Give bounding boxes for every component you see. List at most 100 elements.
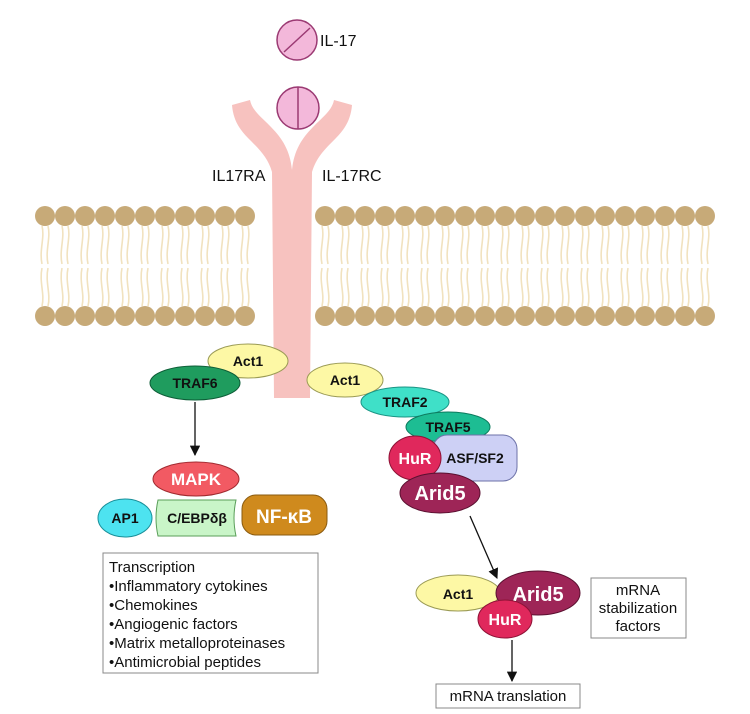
lipid-head <box>635 206 655 226</box>
lipid-tail <box>606 267 610 307</box>
lipid-head <box>195 206 215 226</box>
traf2-label: TRAF2 <box>382 394 427 410</box>
membrane-lipid-tails <box>40 225 710 307</box>
transcription-item: •Chemokines <box>109 597 198 614</box>
lipid-tail <box>606 225 610 265</box>
lipid-head <box>415 206 435 226</box>
lipid-tail <box>700 267 704 307</box>
lipid-tail <box>680 267 684 307</box>
lipid-tail <box>520 225 524 265</box>
lipid-head <box>435 206 455 226</box>
il17rc-receptor <box>292 100 352 398</box>
lipid-head <box>95 306 115 326</box>
lipid-tail <box>320 267 324 307</box>
transcription-item: •Matrix metalloproteinases <box>109 635 285 652</box>
lipid-tail <box>640 225 644 265</box>
lipid-head <box>695 206 715 226</box>
lipid-tail <box>466 267 470 307</box>
lipid-tail <box>200 225 204 265</box>
lipid-tail <box>126 267 130 307</box>
lipid-tail <box>580 267 584 307</box>
lipid-tail <box>220 267 224 307</box>
lipid-head <box>415 306 435 326</box>
lipid-head <box>115 206 135 226</box>
lipid-head <box>515 206 535 226</box>
lipid-tail <box>500 267 504 307</box>
lipid-tail <box>706 225 710 265</box>
lipid-tail <box>480 267 484 307</box>
il17rc-label: IL-17RC <box>322 168 382 185</box>
il17ra-label: IL17RA <box>212 168 266 185</box>
act1-left-node <box>207 343 289 379</box>
lipid-head <box>75 306 95 326</box>
lipid-tail <box>66 267 70 307</box>
transcription-item: Transcription <box>109 559 195 576</box>
lipid-tail <box>160 267 164 307</box>
lipid-head <box>635 306 655 326</box>
lipid-head <box>215 206 235 226</box>
lipid-head <box>515 306 535 326</box>
translation-label: mRNA translation <box>450 688 567 705</box>
lipid-tail <box>206 225 210 265</box>
stabilization-line: mRNA <box>616 582 660 599</box>
lipid-tail <box>466 225 470 265</box>
lipid-head <box>195 306 215 326</box>
lipid-tail <box>346 267 350 307</box>
lipid-tail <box>320 225 324 265</box>
lipid-tail <box>46 267 50 307</box>
traf2-node <box>360 386 450 418</box>
lipid-tail <box>160 225 164 265</box>
lipid-tail <box>140 267 144 307</box>
lipid-tail <box>640 267 644 307</box>
complex-act1-label: Act1 <box>443 586 474 602</box>
lipid-head <box>575 206 595 226</box>
lipid-tail <box>366 225 370 265</box>
lipid-tail <box>600 225 604 265</box>
lipid-tail <box>186 225 190 265</box>
lipid-tail <box>326 225 330 265</box>
cebp-label: C/EBPδβ <box>167 510 227 526</box>
lipid-tail <box>146 267 150 307</box>
lipid-tail <box>246 267 250 307</box>
lipid-tail <box>520 267 524 307</box>
transcription-list: Transcription •Inflammatory cytokines •C… <box>109 559 285 671</box>
lipid-tail <box>426 267 430 307</box>
lipid-head <box>475 306 495 326</box>
lipid-head <box>335 306 355 326</box>
lipid-tail <box>146 225 150 265</box>
lipid-tail <box>60 225 64 265</box>
lipid-tail <box>206 267 210 307</box>
lipid-tail <box>120 225 124 265</box>
traf6-label: TRAF6 <box>172 375 217 391</box>
lipid-tail <box>360 267 364 307</box>
lipid-tail <box>360 225 364 265</box>
lipid-tail <box>620 225 624 265</box>
lipid-head <box>335 206 355 226</box>
lipid-tail <box>700 225 704 265</box>
lipid-tail <box>546 225 550 265</box>
lipid-tail <box>660 267 664 307</box>
lipid-tail <box>686 267 690 307</box>
lipid-head <box>395 306 415 326</box>
lipid-head <box>595 206 615 226</box>
complex-hur-node <box>477 599 533 639</box>
cebp-node <box>155 499 237 537</box>
il17-receptor-complex <box>232 100 352 398</box>
lipid-tail <box>226 225 230 265</box>
lipid-tail <box>240 267 244 307</box>
lipid-head <box>315 206 335 226</box>
lipid-tail <box>546 267 550 307</box>
lipid-head <box>135 306 155 326</box>
lipid-tail <box>660 225 664 265</box>
lipid-head <box>95 206 115 226</box>
lipid-tail <box>666 267 670 307</box>
lipid-head <box>615 306 635 326</box>
lipid-head <box>655 306 675 326</box>
lipid-tail <box>580 225 584 265</box>
lipid-tail <box>386 267 390 307</box>
act1-left-label: Act1 <box>233 353 264 369</box>
mapk-node <box>152 461 240 497</box>
lipid-tail <box>226 267 230 307</box>
membrane-lipid-heads <box>35 206 715 326</box>
